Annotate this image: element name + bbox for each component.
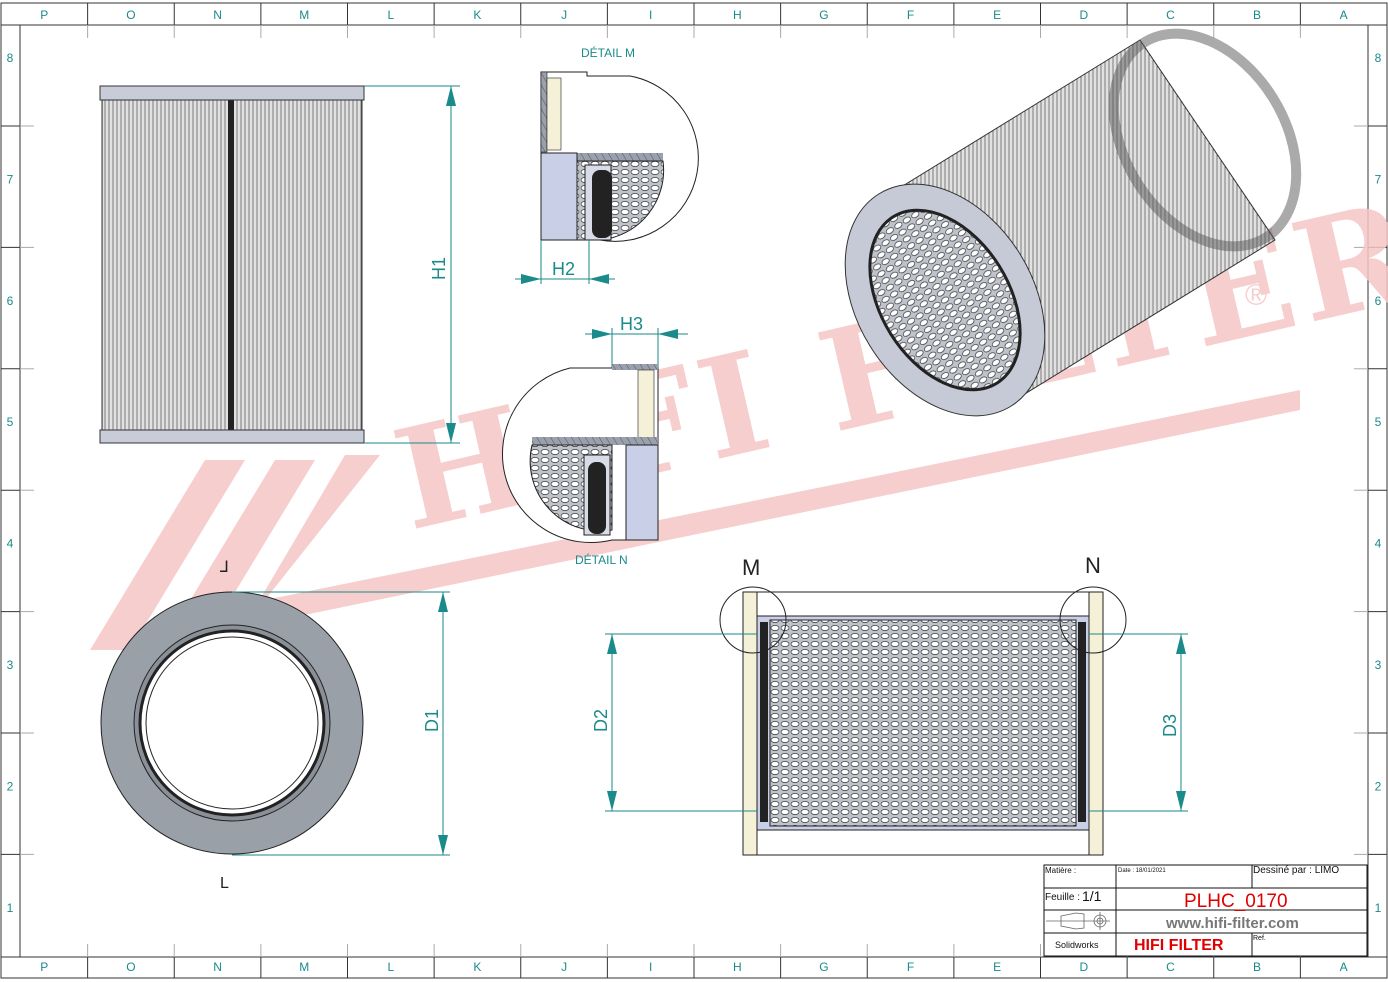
column-label: P: [40, 8, 48, 22]
row-label: 5: [7, 415, 14, 429]
drawn-by: Dessiné par : LIMO: [1253, 865, 1339, 876]
row-label: 1: [7, 901, 14, 915]
column-label: J: [561, 8, 567, 22]
date-label: Date : 18/01/2021: [1118, 868, 1166, 874]
detail-m-label: DÉTAIL M: [581, 45, 635, 60]
column-label: E: [993, 8, 1001, 22]
row-label: 4: [7, 537, 14, 551]
column-label: J: [561, 960, 567, 974]
row-label: 6: [1375, 294, 1382, 308]
column-label: I: [649, 8, 652, 22]
column-label: L: [387, 8, 394, 22]
row-label: 8: [7, 51, 14, 65]
ref-label: Ref.: [1253, 935, 1266, 942]
part-number: PLHC_0170: [1184, 891, 1288, 912]
dim-h2-label: H2: [552, 259, 575, 279]
column-label: G: [819, 960, 828, 974]
column-label: F: [907, 960, 914, 974]
column-label: M: [299, 960, 309, 974]
column-label: N: [213, 960, 222, 974]
software: Solidworks: [1055, 940, 1099, 950]
column-label: F: [907, 8, 914, 22]
row-label: 2: [1375, 779, 1382, 793]
detail-m: DÉTAIL M H2: [515, 45, 699, 284]
column-label: H: [733, 8, 742, 22]
column-label: D: [1079, 960, 1088, 974]
row-label: 3: [7, 658, 14, 672]
dim-h3-label: H3: [620, 314, 643, 334]
column-label: K: [473, 960, 481, 974]
dimension-h1: H1: [364, 85, 460, 444]
sheet-value: 1/1: [1082, 888, 1102, 904]
brand: HIFI FILTER: [1134, 937, 1224, 954]
dim-d3-label: D3: [1160, 714, 1180, 737]
column-label: C: [1166, 960, 1175, 974]
column-label: E: [993, 960, 1001, 974]
material-label: Matière :: [1045, 866, 1076, 875]
website: www.hifi-filter.com: [1165, 915, 1299, 932]
column-label: A: [1340, 960, 1348, 974]
row-label: 6: [7, 294, 14, 308]
row-label: 1: [1375, 901, 1382, 915]
section-marker-top: ⅃: [220, 559, 229, 576]
column-label: B: [1253, 8, 1261, 22]
row-label: 2: [7, 779, 14, 793]
column-label: G: [819, 8, 828, 22]
dimension-d3: D3: [1089, 633, 1188, 812]
column-label: O: [126, 960, 135, 974]
dim-d1-label: D1: [422, 709, 442, 732]
column-label: N: [213, 8, 222, 22]
section-marker-bottom: L: [220, 875, 229, 892]
detail-n: H3 DÉTAIL N: [501, 314, 688, 567]
projection-symbol-icon: [1046, 912, 1110, 930]
column-label: H: [733, 960, 742, 974]
column-label: A: [1340, 8, 1348, 22]
front-view: [99, 85, 365, 444]
row-label: 5: [1375, 415, 1382, 429]
end-view: ⅃ L: [100, 559, 364, 892]
row-label: 7: [1375, 172, 1382, 186]
section-view: M N: [719, 553, 1127, 856]
callout-n: N: [1085, 553, 1101, 578]
dimension-d2: D2: [591, 633, 757, 812]
row-label: 3: [1375, 658, 1382, 672]
column-label: O: [126, 8, 135, 22]
watermark-registered: ®: [1245, 279, 1267, 312]
sheet-label: Feuille :: [1045, 892, 1080, 903]
column-label: P: [40, 960, 48, 974]
dimension-d1: D1: [232, 591, 450, 856]
column-label: B: [1253, 960, 1261, 974]
row-label: 8: [1375, 51, 1382, 65]
callout-m: M: [742, 555, 760, 580]
isometric-view: [844, 28, 1302, 417]
column-label: C: [1166, 8, 1175, 22]
column-label: M: [299, 8, 309, 22]
row-label: 4: [1375, 537, 1382, 551]
row-label: 7: [7, 172, 14, 186]
dim-d2-label: D2: [591, 709, 611, 732]
border-zone-labels: P P O O N N M M L L K K J J I I H H G G F F E E D D C C B B A A 8 8 7 7 6 6 5 5…: [7, 8, 1382, 974]
title-block: Matière : Date : 18/01/2021 Dessiné par …: [1043, 864, 1368, 957]
column-label: L: [387, 960, 394, 974]
column-label: K: [473, 8, 481, 22]
column-label: D: [1079, 8, 1088, 22]
detail-n-label: DÉTAIL N: [575, 552, 628, 567]
column-label: I: [649, 960, 652, 974]
dim-h1-label: H1: [429, 257, 449, 280]
